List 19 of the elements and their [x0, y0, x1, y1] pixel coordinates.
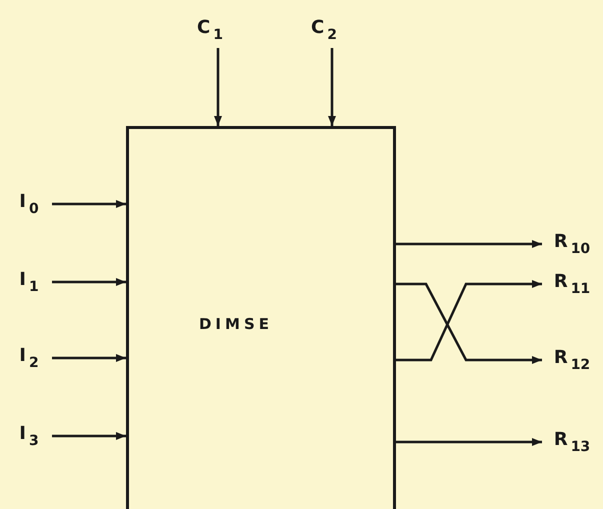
- signal-label: I$_{3}$: [6, 418, 52, 454]
- arrow: [52, 354, 126, 362]
- arrow: [328, 48, 336, 126]
- signal-label: R$_{11}$: [542, 266, 602, 302]
- signal-label: C$_{2}$: [304, 12, 344, 48]
- arrow: [52, 200, 126, 208]
- arrow: [214, 48, 222, 126]
- arrow: [52, 432, 126, 440]
- arrow: [52, 278, 126, 286]
- signal-label: I$_{2}$: [6, 340, 52, 376]
- signal-label: C$_{1}$: [190, 12, 230, 48]
- arrow: [396, 240, 542, 248]
- signal-label: R$_{12}$: [542, 342, 602, 378]
- signal-label: I$_{1}$: [6, 264, 52, 300]
- process-box: DIMSE: [126, 126, 396, 509]
- signal-label: R$_{10}$: [542, 226, 602, 262]
- arrow: [396, 438, 542, 446]
- signal-label: I$_{0}$: [6, 186, 52, 222]
- signal-label: R$_{13}$: [542, 424, 602, 460]
